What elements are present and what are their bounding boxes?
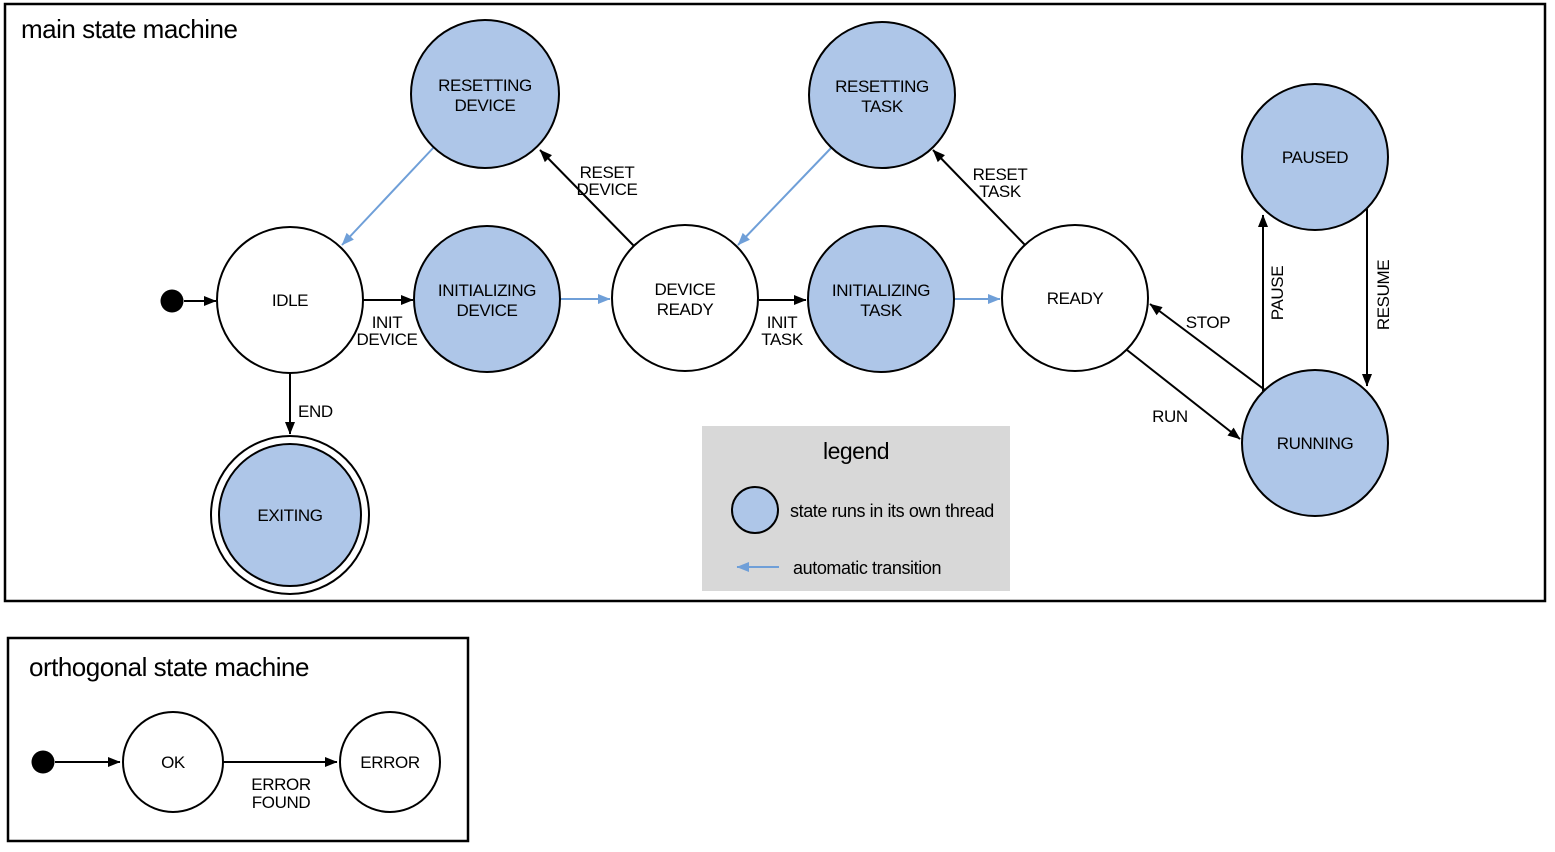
svg-text:ERROR: ERROR	[360, 753, 420, 772]
transition-run-line	[1126, 349, 1241, 440]
orthogonal-transition-error-found-label-line1: ERROR	[251, 775, 311, 794]
transition-run-label: RUN	[1152, 407, 1188, 426]
state-exiting-final: EXITING	[210, 435, 370, 595]
transition-auto-resetdev-to-idle-line	[341, 145, 436, 246]
main-frame-title: main state machine	[21, 14, 237, 44]
svg-text:TASK: TASK	[861, 97, 904, 116]
svg-text:TASK: TASK	[860, 301, 903, 320]
transition-reset-device-line	[539, 149, 635, 247]
orthogonal-initial-state-dot	[31, 750, 55, 774]
transition-init-device-label-line1: INIT	[372, 313, 403, 332]
transition-end-label: END	[298, 402, 333, 421]
transition-stop-line	[1149, 303, 1266, 391]
svg-text:READY: READY	[657, 300, 714, 319]
transition-reset-device-label-line2: DEVICE	[577, 180, 638, 199]
svg-text:IDLE: IDLE	[272, 291, 308, 310]
state-initializing-task: INITIALIZING TASK	[807, 225, 955, 373]
transition-pause-label: PAUSE	[1268, 266, 1287, 320]
legend-thread-label: state runs in its own thread	[790, 501, 994, 521]
transition-resume-label: RESUME	[1374, 260, 1393, 330]
svg-text:OK: OK	[161, 753, 186, 772]
transition-auto-resettask-to-deviceready-line	[737, 146, 833, 246]
transition-reset-task-label-line2: TASK	[979, 182, 1022, 201]
svg-text:EXITING: EXITING	[257, 506, 322, 525]
state-device-ready: DEVICE READY	[611, 224, 759, 372]
svg-text:DEVICE: DEVICE	[455, 96, 516, 115]
orthogonal-frame-title: orthogonal state machine	[29, 652, 309, 682]
svg-text:INITIALIZING: INITIALIZING	[438, 281, 536, 300]
state-initializing-device: INITIALIZING DEVICE	[413, 225, 561, 373]
transition-reset-task-line	[932, 149, 1026, 246]
transition-reset-task-label-line1: RESET	[973, 165, 1028, 184]
state-ok: OK	[122, 711, 224, 813]
transition-init-task-label-line2: TASK	[761, 330, 804, 349]
transition-stop-label: STOP	[1186, 313, 1230, 332]
legend-box: legend state runs in its own thread auto…	[702, 426, 1010, 591]
state-idle: IDLE	[216, 226, 364, 374]
legend-title: legend	[823, 438, 889, 464]
transition-init-task-label-line1: INIT	[767, 313, 798, 332]
state-error: ERROR	[339, 711, 441, 813]
state-paused: PAUSED	[1241, 83, 1389, 231]
transition-init-device-label-line2: DEVICE	[357, 330, 418, 349]
svg-text:DEVICE: DEVICE	[457, 301, 518, 320]
final-state-inner-circle	[218, 443, 362, 587]
svg-text:RESETTING: RESETTING	[835, 77, 929, 96]
svg-text:INITIALIZING: INITIALIZING	[832, 281, 930, 300]
state-ready: READY	[1001, 224, 1149, 372]
svg-text:RESETTING: RESETTING	[438, 76, 532, 95]
svg-text:READY: READY	[1047, 289, 1104, 308]
legend-thread-state-icon	[731, 486, 779, 534]
orthogonal-transition-error-found-label-line2: FOUND	[252, 793, 311, 812]
initial-state-dot	[160, 289, 184, 313]
svg-text:RUNNING: RUNNING	[1277, 434, 1354, 453]
state-running: RUNNING	[1241, 369, 1389, 517]
state-resetting-device: RESETTING DEVICE	[410, 19, 560, 169]
svg-text:DEVICE: DEVICE	[655, 280, 716, 299]
svg-text:PAUSED: PAUSED	[1282, 148, 1348, 167]
legend-auto-label: automatic transition	[793, 558, 941, 578]
transition-reset-device-label-line1: RESET	[580, 163, 635, 182]
state-resetting-task: RESETTING TASK	[808, 21, 956, 169]
